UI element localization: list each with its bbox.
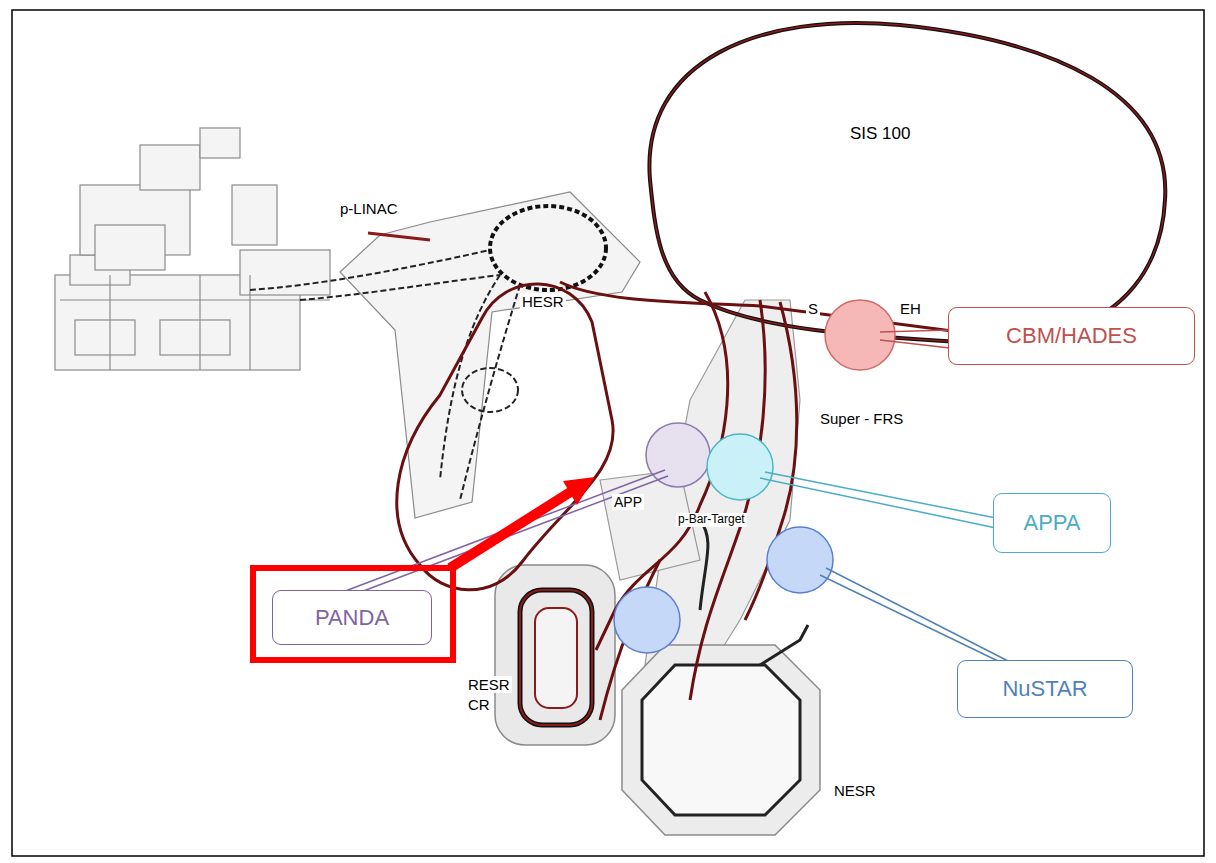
resr-building [495,565,615,745]
frame [12,10,1204,856]
nesr-ring [642,665,800,815]
pbar-line [700,520,708,610]
leader-lines [340,330,1010,662]
cr-ring [535,608,577,708]
highlight-arrow [450,491,572,568]
appa-circle [707,434,773,500]
map-label: RESR [466,676,512,693]
callout-box: NuSTAR [957,660,1133,718]
beam-lines [560,282,960,720]
map-label: EH [898,300,923,317]
nesr-line [760,625,808,665]
callout-text: CBM/HADES [1006,323,1137,349]
nesr-building [622,645,820,835]
cbm-circle [825,300,895,370]
nustar-circle [614,587,680,653]
map-label: p-LINAC [338,200,400,217]
map-label: Super - FRS [818,410,905,427]
p-linac-line [368,233,430,240]
map-label: p-Bar-Target [676,513,747,527]
map-label: APP [612,494,644,510]
transfer-lines [250,250,520,500]
map-label: NESR [832,782,878,799]
resr-ring-inner [520,590,592,725]
callout-text: NuSTAR [1002,676,1087,702]
map-label: SIS 100 [848,124,913,144]
callout-text: PANDA [315,605,389,631]
nustar-circle [767,527,833,593]
sis18-ring [490,206,606,290]
buildings [55,128,640,518]
callout-box: APPA [993,493,1111,553]
callout-text: APPA [1023,510,1080,536]
map-label: S [806,300,820,317]
highlight-arrowhead [563,477,595,505]
panda-circle [646,423,710,487]
map-label: HESR [520,293,566,310]
callout-box: CBM/HADES [948,307,1195,365]
highlight-frame [253,568,453,660]
map-label: CR [466,696,492,713]
resr-ring [520,590,592,725]
callout-box: PANDA [272,590,432,645]
